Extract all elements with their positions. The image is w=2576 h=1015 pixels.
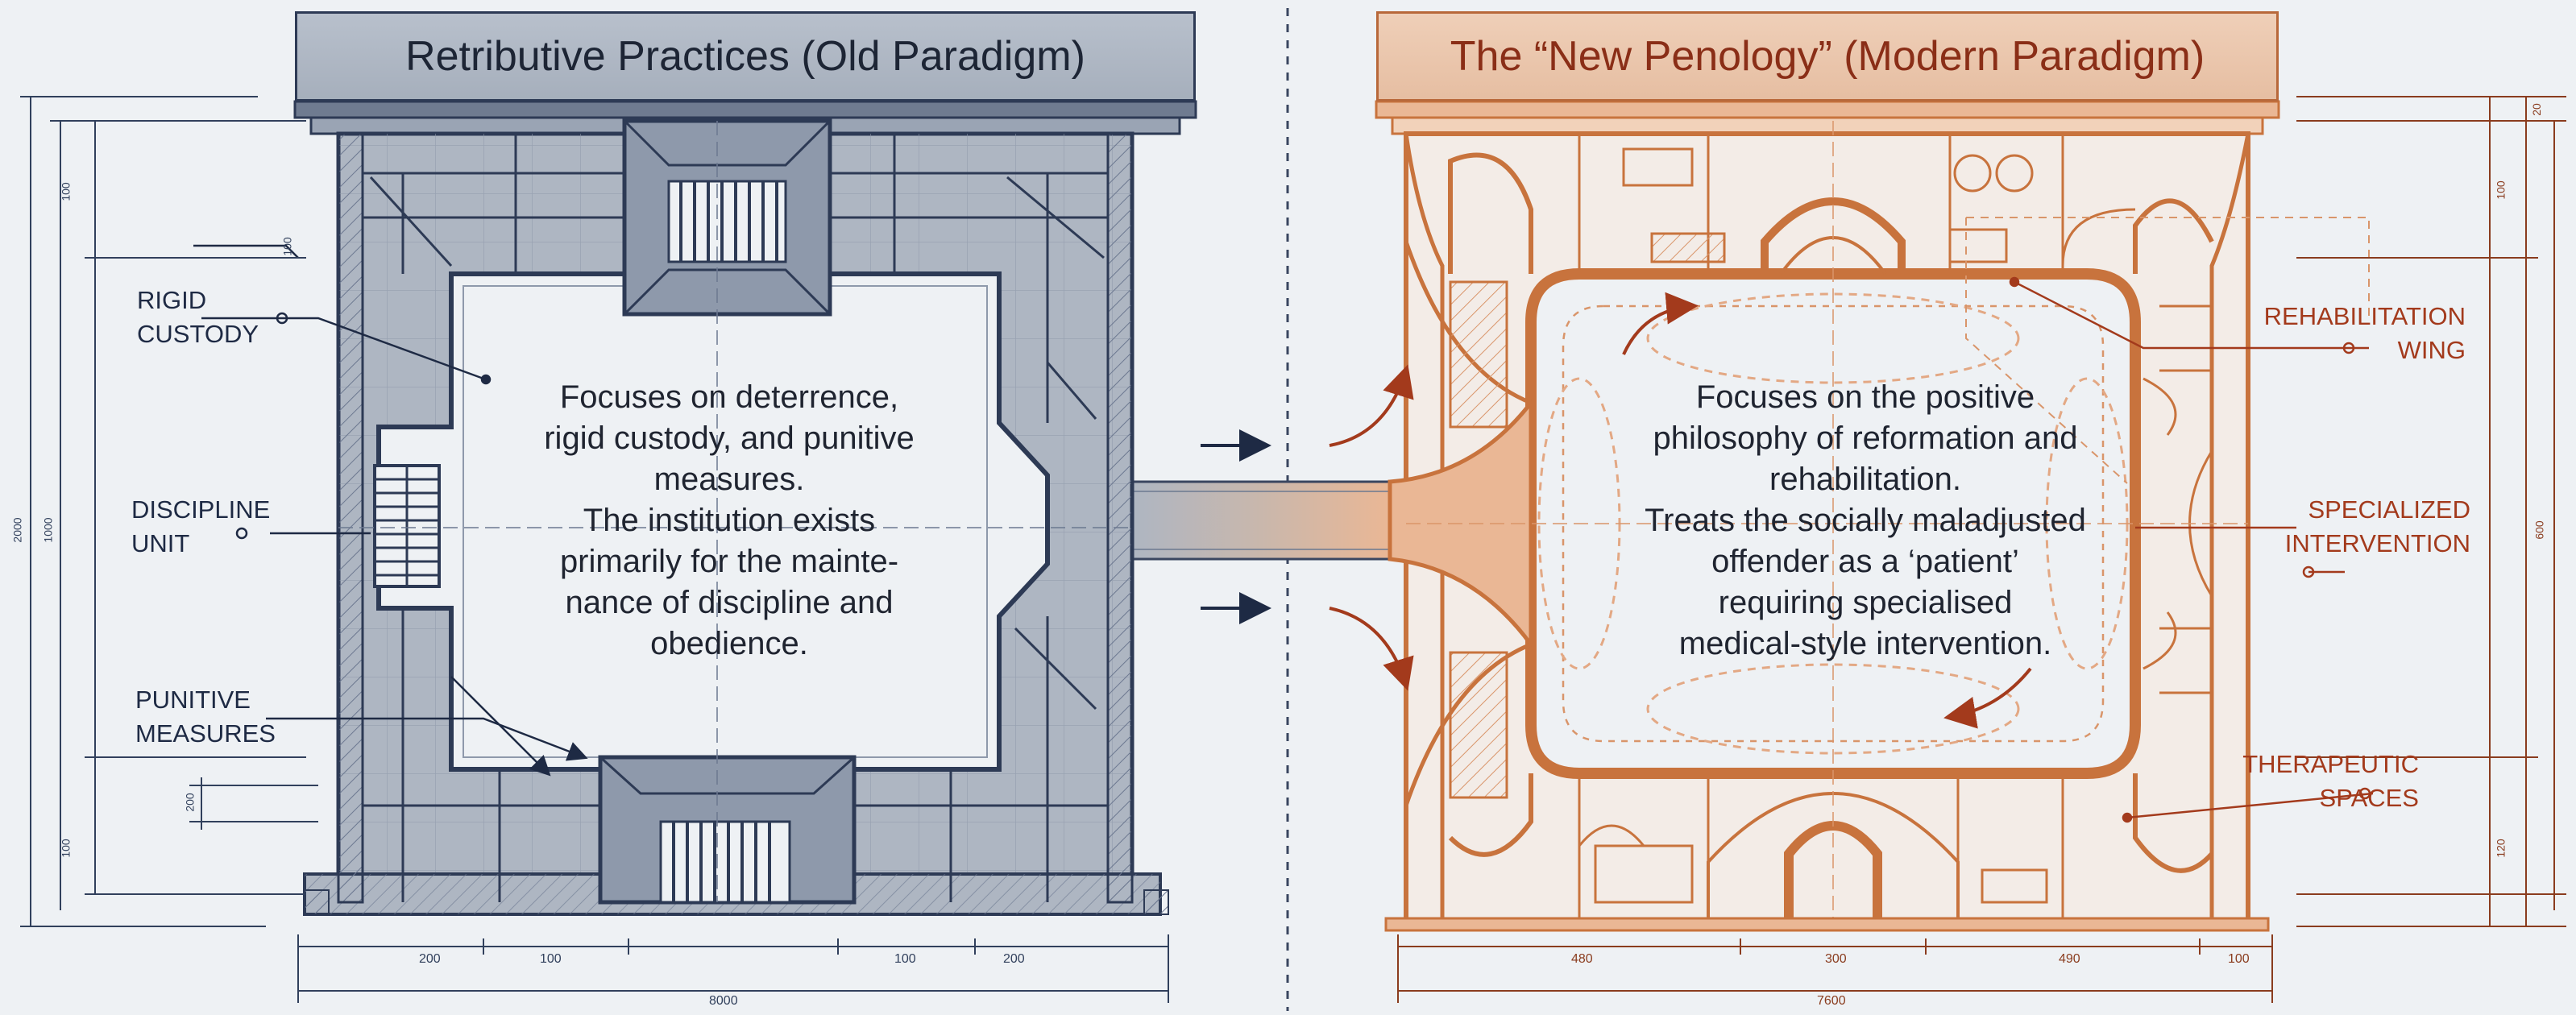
connecting-corridor [1132,482,1390,559]
title-old-paradigm-text: Retributive Practices (Old Paradigm) [405,33,1085,80]
dim-left-side-2: 2000 [10,517,24,543]
dim-left-bottom-4: 200 [1003,952,1025,966]
title-modern-paradigm: The “New Penology” (Modern Paradigm) [1376,11,2279,102]
callout-punitive-measures: PUNITIVE MEASURES [135,686,276,748]
callout-discipline-unit: DISCIPLINE UNIT [131,495,271,557]
dim-right-bottom-2: 300 [1825,952,1847,966]
callout-specialized-intervention: SPECIALIZED INTERVENTION [2284,495,2470,557]
dim-left-side-3: 1000 [41,517,55,543]
dim-right-side-2: 600 [2532,520,2546,540]
leader-rigid-custody [201,317,484,380]
leader-rehabilitation-wing [2014,280,2369,350]
leader-punitive-measures [266,717,588,761]
dim-right-bottom-4: 100 [2228,952,2250,966]
dim-left-side-5: 100 [280,237,294,256]
dim-right-side-3: 120 [2494,839,2508,858]
flow-curve-bottom [1329,607,1414,691]
callout-rehabilitation-wing: REHABILITATION WING [2263,302,2466,364]
callout-therapeutic-spaces: THERAPEUTIC SPACES [2242,750,2419,812]
dim-right-bottom-3: 490 [2059,952,2080,966]
dim-right-side-1: 100 [2494,180,2508,200]
modern-paradigm-description: Focuses on the positive philosophy of re… [1645,379,2086,661]
callout-rigid-custody: RIGID CUSTODY [137,286,259,348]
dim-right-bottom-1: 480 [1571,952,1593,966]
left-building [293,100,1197,916]
flow-curve-top [1329,364,1414,447]
right-building [1375,100,2280,932]
dim-left-side-1: 100 [59,182,73,201]
dim-left-total: 8000 [709,994,738,1008]
dim-left-bottom-2: 100 [540,952,562,966]
title-old-paradigm: Retributive Practices (Old Paradigm) [295,11,1196,102]
leader-therapeutic-spaces [2126,792,2374,819]
dim-right-side-4: 20 [2529,103,2543,116]
dim-left-side-4: 100 [59,839,73,858]
old-paradigm-description: Focuses on deterrence, rigid custody, an… [544,379,915,661]
dim-left-bottom-1: 200 [419,952,441,966]
dim-left-small: 200 [183,793,197,812]
title-modern-paradigm-text: The “New Penology” (Modern Paradigm) [1450,33,2205,80]
dim-right-total: 7600 [1817,994,1846,1008]
dim-left-bottom-3: 100 [894,952,916,966]
